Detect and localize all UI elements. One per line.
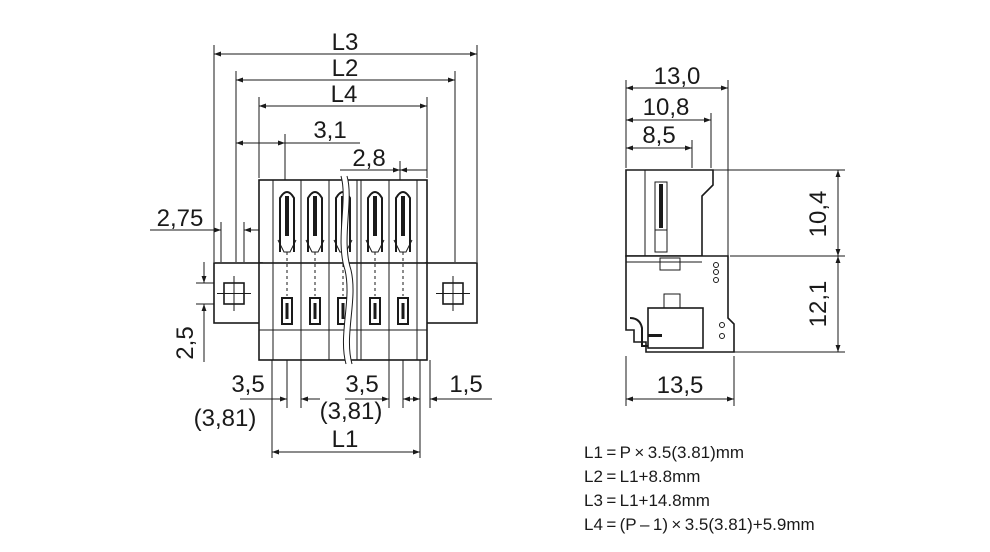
hole-icon: [713, 262, 719, 268]
dim-12-1: 12,1: [805, 281, 832, 328]
dim-8-5: 8,5: [642, 122, 675, 149]
side-dimension-lines: [626, 85, 841, 402]
break-line: [340, 175, 354, 365]
dim-3-81-left: (3,81): [194, 405, 257, 432]
dim-3-81-right: (3,81): [320, 398, 383, 425]
front-view: L3 L2 L4 3,1 2,8 2,75 2,5 3,5 (3,81) 3,5…: [150, 29, 492, 458]
dim-2-5: 2,5: [172, 326, 199, 359]
dim-3-5-left: 3,5: [231, 371, 264, 398]
dim-10-8: 10,8: [643, 94, 690, 121]
hole-icon: [719, 333, 725, 339]
dimension-lines: [150, 51, 492, 455]
dim-3-5-right: 3,5: [345, 371, 378, 398]
dim-2-75: 2,75: [157, 205, 204, 232]
dim-13-0: 13,0: [654, 63, 701, 90]
dim-L4: L4: [331, 81, 358, 108]
pin-position: [388, 180, 418, 360]
formula-L3: L3 = L1+14.8mm: [584, 491, 710, 510]
dim-2-8: 2,8: [352, 145, 385, 172]
dim-L1: L1: [332, 426, 359, 453]
dim-L3: L3: [332, 29, 359, 56]
formula-L4: L4 = (P – 1) × 3.5(3.81)+5.9mm: [584, 515, 815, 534]
dim-3-1: 3,1: [313, 117, 346, 144]
hole-icon: [719, 322, 725, 328]
dim-L2: L2: [332, 55, 359, 82]
dim-10-4: 10,4: [805, 191, 832, 238]
dim-13-5: 13,5: [657, 372, 704, 399]
side-extension-lines: [625, 80, 845, 406]
formula-block: L1 = P × 3.5(3.81)mm L2 = L1+8.8mm L3 = …: [584, 443, 815, 534]
dim-1-5: 1,5: [449, 371, 482, 398]
hole-icon: [713, 269, 719, 275]
side-view: 13,0 10,8 8,5 10,4 12,1 13,5: [625, 63, 845, 406]
extension-lines: [196, 45, 478, 458]
formula-L2: L2 = L1+8.8mm: [584, 467, 700, 486]
hole-icon: [713, 277, 719, 283]
formula-L1: L1 = P × 3.5(3.81)mm: [584, 443, 744, 462]
connector-side-body: [625, 169, 735, 353]
